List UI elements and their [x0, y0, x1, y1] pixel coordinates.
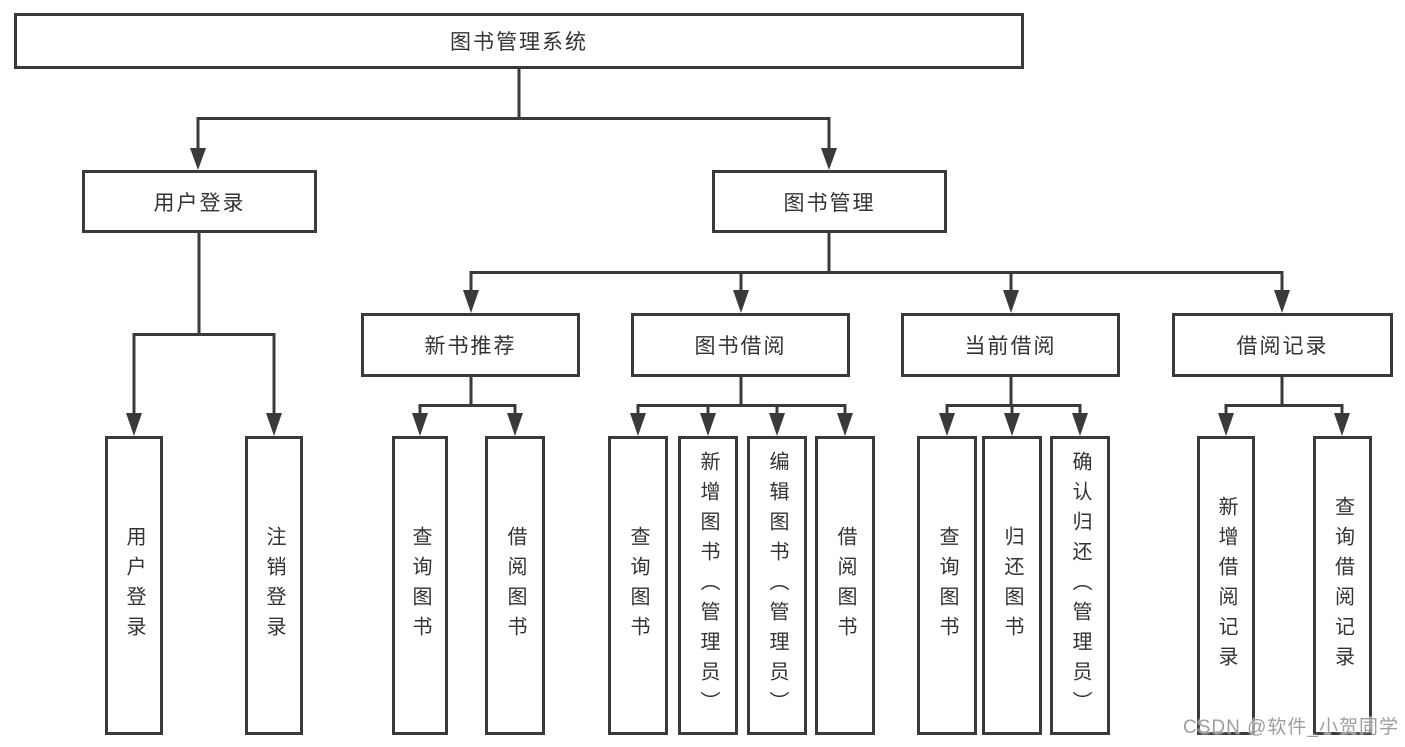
node-label: 借阅图书: [504, 525, 526, 646]
leaf-add-borrow-record: 新增借阅记录: [1197, 436, 1255, 735]
node-label: 用户登录: [123, 525, 145, 646]
node-current-borrow: 当前借阅: [901, 313, 1120, 377]
node-label: 用户登录: [153, 191, 246, 215]
node-label: 图书管理: [783, 191, 876, 215]
leaf-query-book-current: 查询图书: [917, 436, 977, 735]
node-new-book-recommend: 新书推荐: [361, 313, 580, 377]
node-label: 归还图书: [1001, 525, 1023, 646]
node-label: 确认归还（管理员）: [1069, 450, 1091, 721]
leaf-borrow-book-recommend: 借阅图书: [485, 436, 545, 735]
leaf-user-login: 用户登录: [105, 436, 163, 735]
leaf-query-book-recommend: 查询图书: [392, 436, 448, 735]
leaf-add-book-admin: 新增图书（管理员）: [678, 436, 738, 735]
leaf-logout: 注销登录: [245, 436, 303, 735]
leaf-return-book: 归还图书: [982, 436, 1042, 735]
node-label: 查询图书: [627, 525, 649, 646]
node-label: 新增借阅记录: [1215, 495, 1237, 676]
node-label: 新书推荐: [424, 335, 517, 358]
node-label: 编辑图书（管理员）: [766, 450, 788, 721]
leaf-confirm-return-admin: 确认归还（管理员）: [1050, 436, 1110, 735]
leaf-borrow-book: 借阅图书: [815, 436, 875, 735]
node-label: 图书借阅: [694, 335, 787, 358]
node-user-login: 用户登录: [82, 170, 317, 233]
node-label: 借阅记录: [1236, 335, 1329, 358]
node-root-library-system: 图书管理系统: [14, 13, 1024, 69]
node-borrow-records: 借阅记录: [1172, 313, 1393, 377]
node-book-management: 图书管理: [712, 170, 947, 233]
node-label: 查询借阅记录: [1331, 495, 1354, 676]
leaf-query-book-borrow: 查询图书: [608, 436, 668, 735]
node-label: 注销登录: [263, 525, 285, 646]
node-book-borrow: 图书借阅: [631, 313, 850, 377]
node-label: 借阅图书: [834, 525, 856, 646]
node-label: 当前借阅: [964, 335, 1057, 358]
node-label: 图书管理系统: [450, 31, 588, 54]
node-label: 新增图书（管理员）: [697, 450, 719, 721]
leaf-query-borrow-record: 查询借阅记录: [1313, 436, 1372, 735]
node-label: 查询图书: [936, 525, 958, 646]
leaf-edit-book-admin: 编辑图书（管理员）: [747, 436, 807, 735]
csdn-watermark: CSDN @软件_小贺同学: [1183, 717, 1399, 738]
node-label: 查询图书: [409, 525, 431, 646]
